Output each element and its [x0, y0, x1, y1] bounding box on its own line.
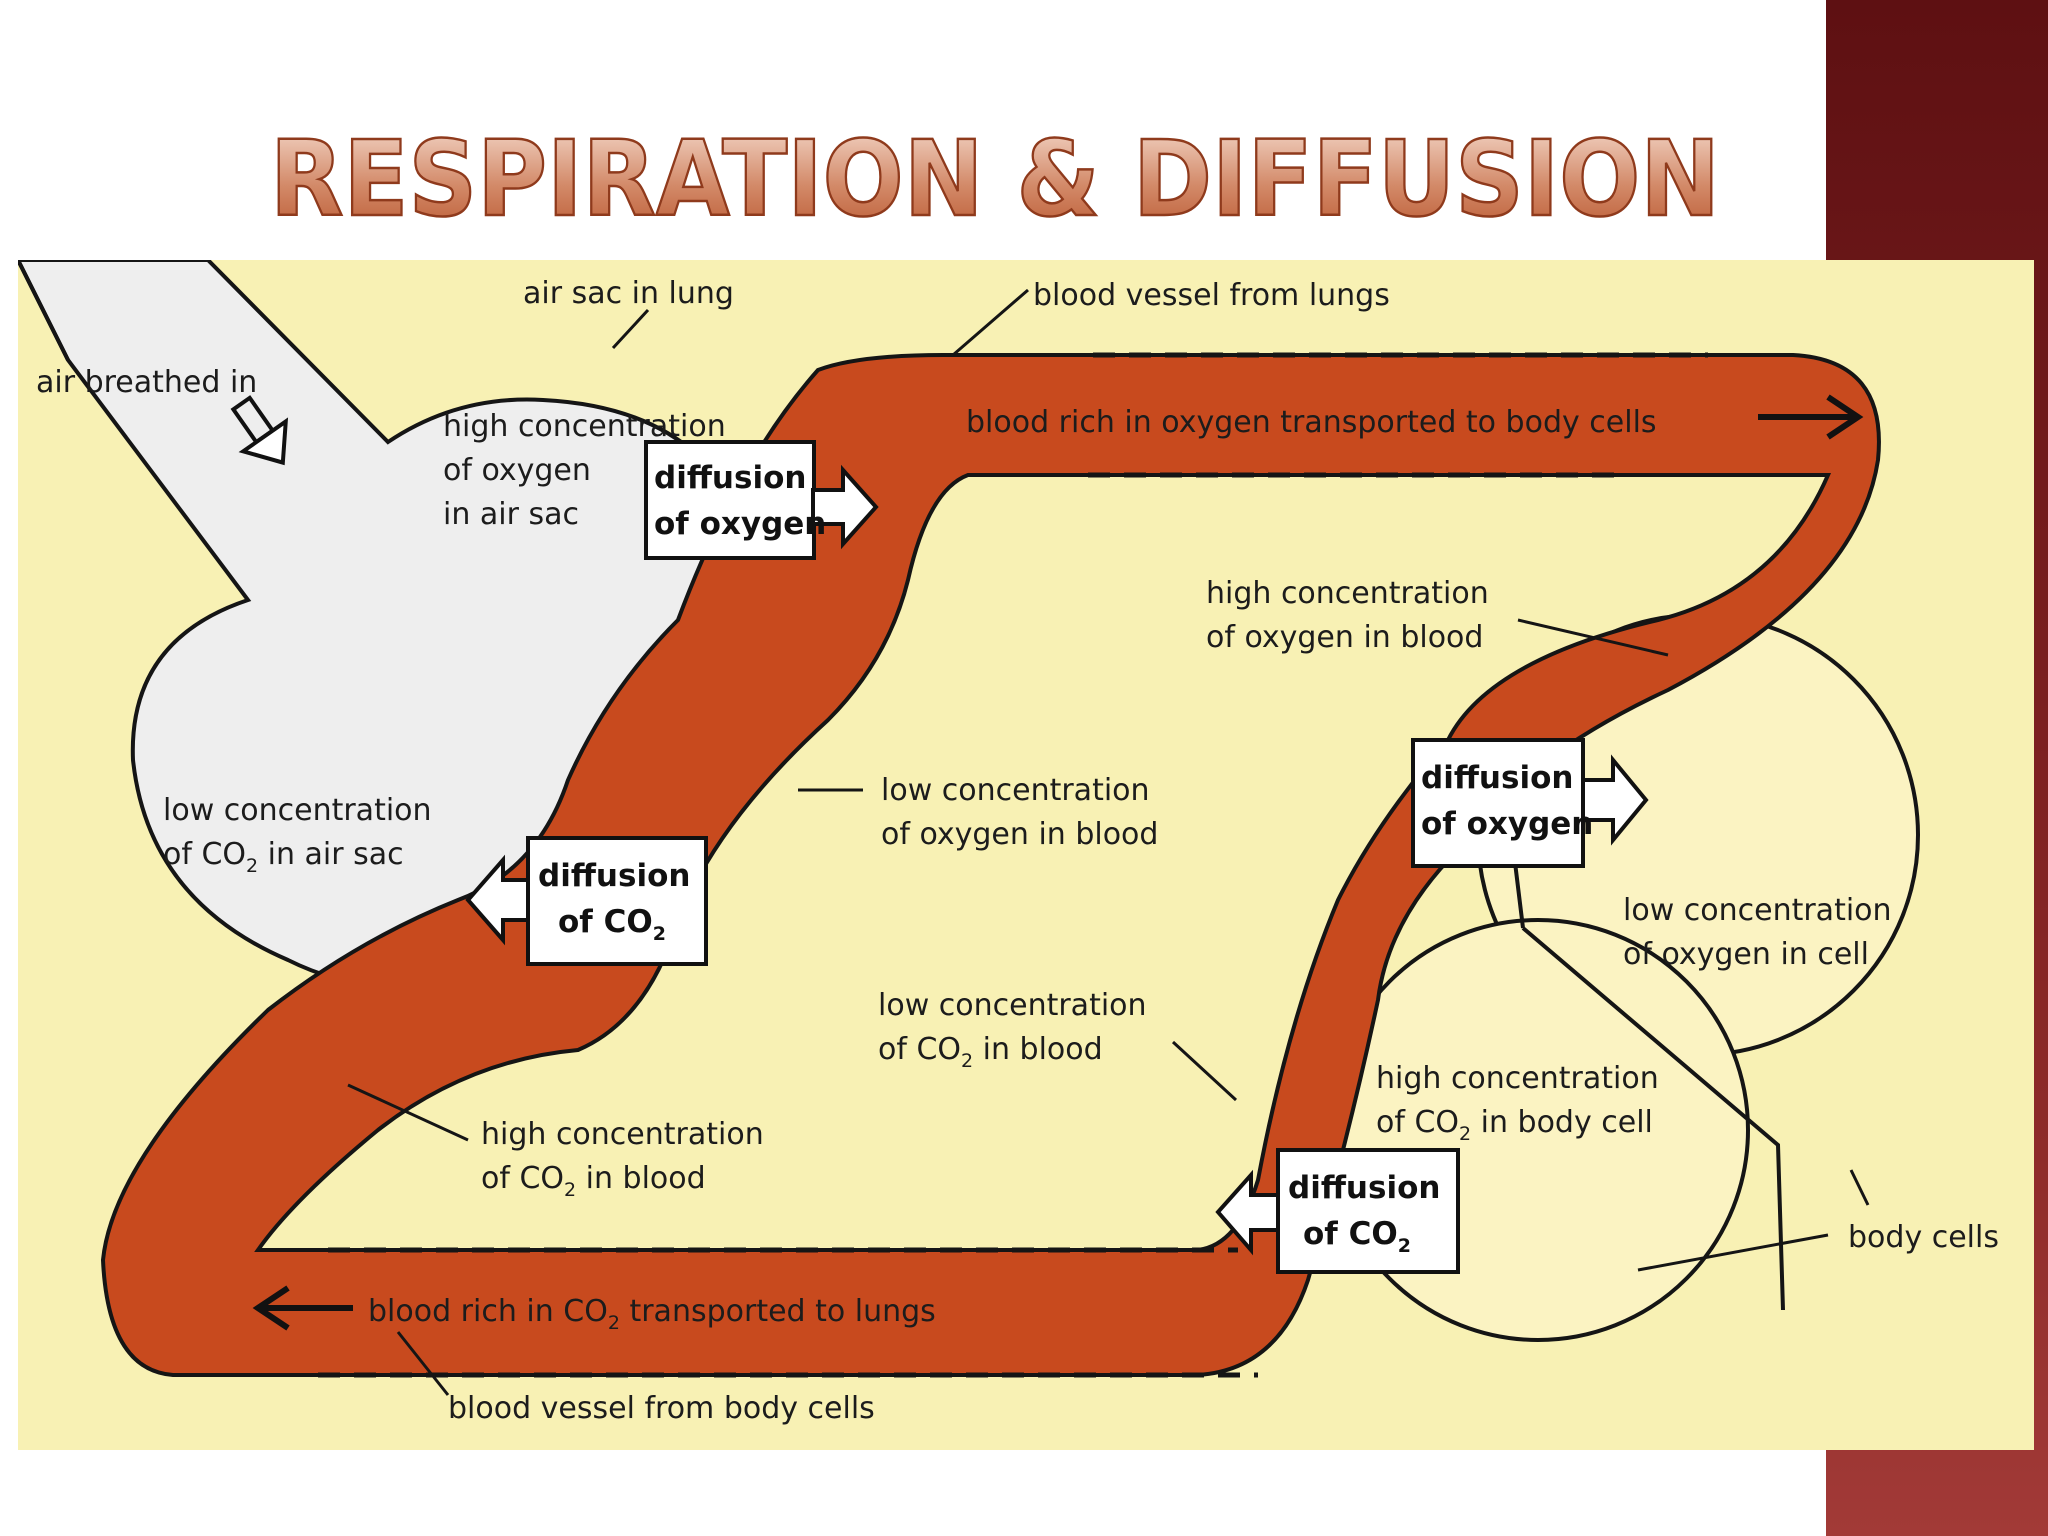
label-low-co2-air-sac: low concentration of CO2 in air sac — [163, 793, 441, 877]
label-air-breathed-in: air breathed in — [36, 365, 257, 400]
air-inflow-arrow-icon — [230, 395, 289, 466]
label-blood-vessel-from-body-cells: blood vessel from body cells — [448, 1391, 875, 1426]
slide-title: RESPIRATION & DIFFUSION — [269, 117, 1750, 242]
label-air-sac-in-lung: air sac in lung — [523, 276, 734, 311]
label-blood-rich-co2: blood rich in CO2 transported to lungs — [368, 1294, 936, 1334]
label-low-o2-cell: low concentration of oxygen in cell — [1623, 893, 1901, 972]
label-diffusion-co2-cells: diffusion of CO2 — [1288, 1170, 1451, 1257]
label-high-o2-blood: high concentration of oxygen in blood — [1206, 576, 1498, 655]
label-low-co2-blood: low concentration of CO2 in blood — [878, 988, 1156, 1072]
label-high-co2-body-cell: high concentration of CO2 in body cell — [1376, 1061, 1668, 1145]
diffusion-oxygen-box-lung — [644, 440, 816, 560]
vessel-wall-dashes-bottom — [318, 1247, 1258, 1378]
label-high-o2-air-sac: high concentration of oxygen in air sac — [443, 409, 735, 532]
label-body-cells: body cells — [1848, 1220, 1999, 1255]
right-arrow-icon — [1758, 394, 1864, 440]
diffusion-oxygen-arrow-lung-icon — [811, 464, 879, 550]
diffusion-co2-arrow-cells-icon — [1215, 1169, 1280, 1256]
diffusion-oxygen-arrow-cells-icon — [1581, 754, 1649, 846]
diffusion-co2-box-lung — [526, 836, 708, 966]
diffusion-oxygen-box-cells — [1411, 738, 1585, 868]
diffusion-co2-box-cells — [1276, 1148, 1460, 1274]
label-diffusion-oxygen-cells: diffusion of oxygen — [1421, 760, 1593, 842]
title-text: RESPIRATION & DIFFUSION — [270, 118, 1720, 240]
label-blood-rich-oxygen: blood rich in oxygen transported to body… — [966, 405, 1657, 440]
leader-lines — [347, 288, 1870, 1396]
label-low-o2-blood: low concentration of oxygen in blood — [881, 773, 1159, 852]
respiration-diagram: air breathed in air sac in lung blood ve… — [18, 260, 2034, 1450]
left-arrow-icon — [252, 1285, 353, 1331]
label-diffusion-co2-lung: diffusion of CO2 — [538, 858, 701, 945]
label-high-co2-blood: high concentration of CO2 in blood — [481, 1117, 773, 1201]
label-diffusion-oxygen-lung: diffusion of oxygen — [654, 460, 826, 542]
vessel-wall-dashes-top — [1088, 352, 1708, 478]
diffusion-co2-arrow-lung-icon — [465, 854, 530, 946]
blood-vessel — [100, 353, 1881, 1377]
air-sac-inlet — [18, 260, 70, 361]
label-blood-vessel-from-lungs: blood vessel from lungs — [1033, 278, 1390, 313]
